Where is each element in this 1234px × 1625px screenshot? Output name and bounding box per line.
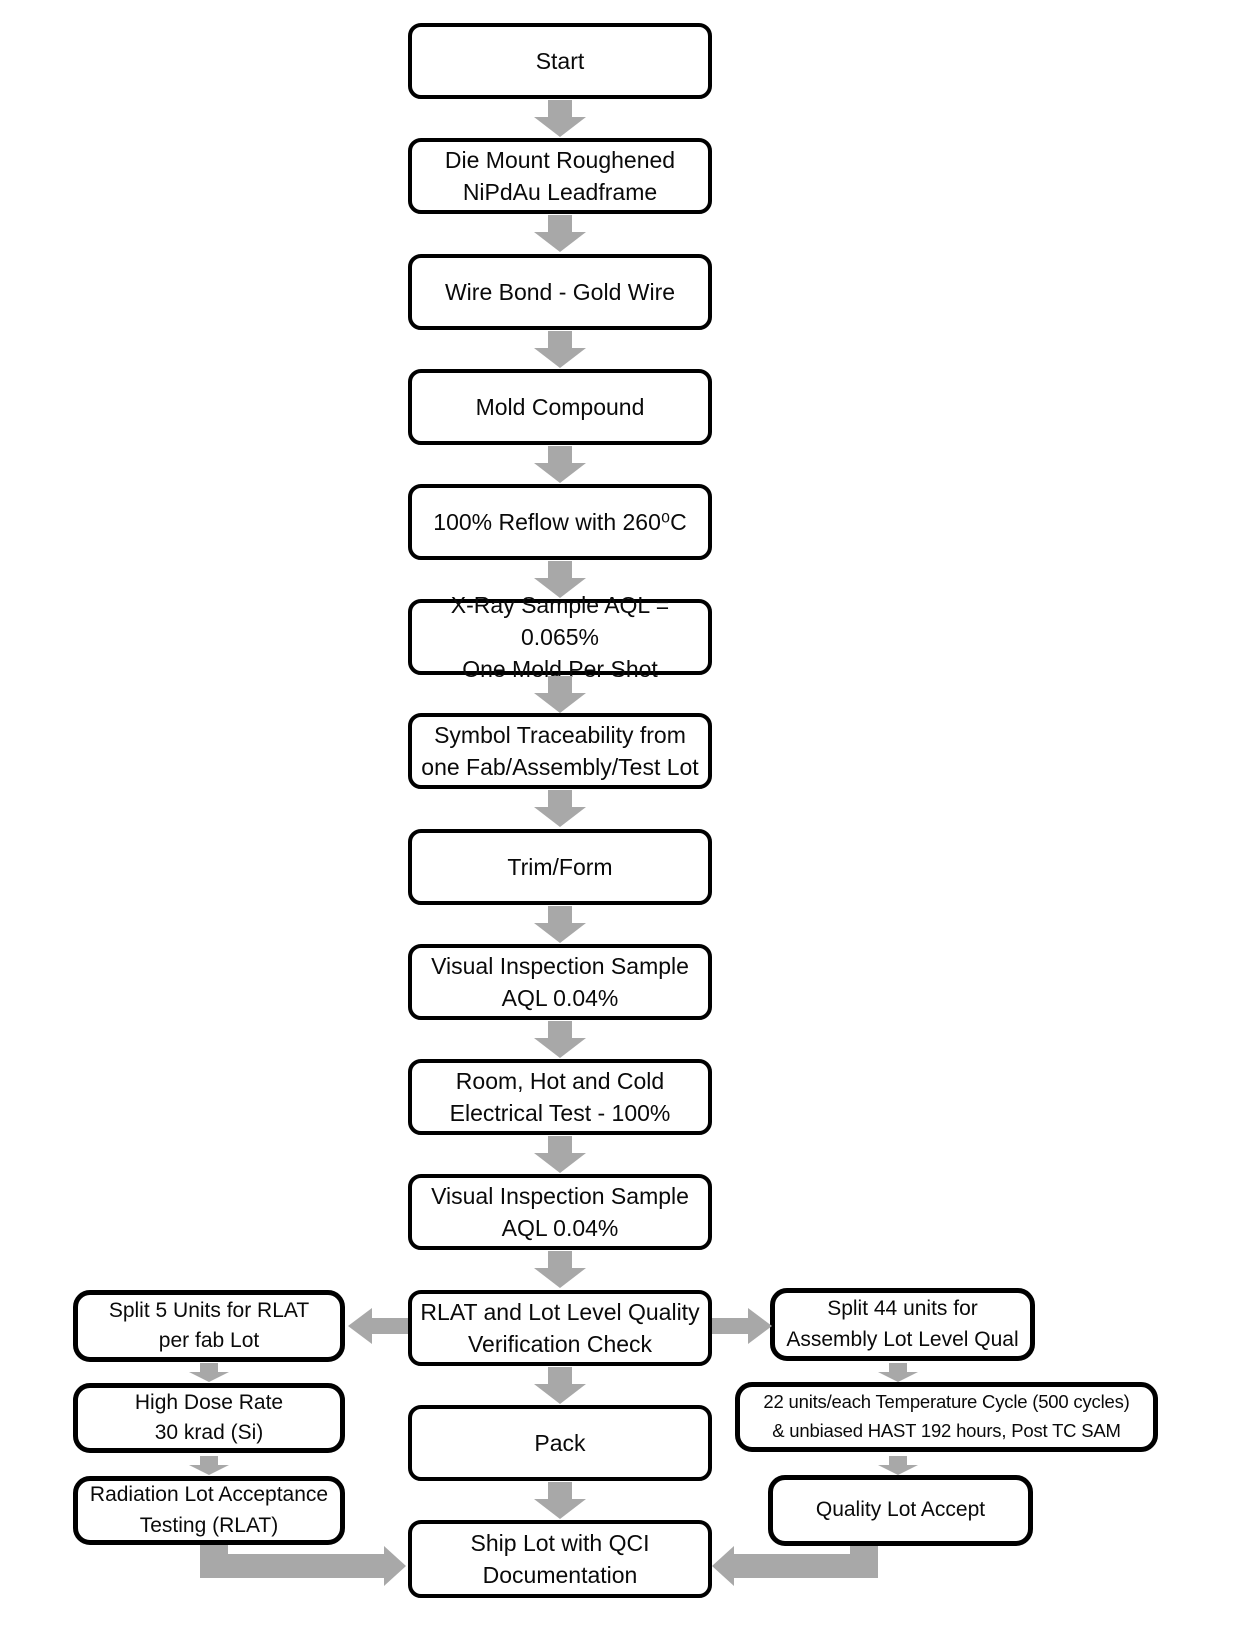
flow-node-die-mount: Die Mount Roughened NiPdAu Leadframe xyxy=(408,138,712,214)
down-arrow-icon xyxy=(534,906,586,943)
down-arrow-icon xyxy=(534,1367,586,1404)
down-arrow-icon xyxy=(878,1363,918,1382)
flow-node-radiation-lot-acceptance: Radiation Lot Acceptance Testing (RLAT) xyxy=(73,1476,345,1545)
flow-node-split-5-units: Split 5 Units for RLAT per fab Lot xyxy=(73,1290,345,1362)
flow-node-wire-bond: Wire Bond - Gold Wire xyxy=(408,254,712,330)
elbow-left-arrow-icon xyxy=(712,1546,878,1586)
down-arrow-icon xyxy=(534,331,586,368)
down-arrow-icon xyxy=(534,100,586,137)
flow-node-symbol-traceability: Symbol Traceability from one Fab/Assembl… xyxy=(408,713,712,789)
flow-node-temp-cycle-hast: 22 units/each Temperature Cycle (500 cyc… xyxy=(735,1382,1158,1452)
flow-node-xray-sample: X-Ray Sample AQL = 0.065% One Mold Per S… xyxy=(408,592,712,682)
flow-node-visual-inspection-2: Visual Inspection Sample AQL 0.04% xyxy=(408,1174,712,1250)
down-arrow-icon xyxy=(534,561,586,598)
down-arrow-icon xyxy=(534,1251,586,1288)
left-arrow-icon xyxy=(348,1308,408,1344)
flow-node-high-dose-rate: High Dose Rate 30 krad (Si) xyxy=(73,1383,345,1453)
down-arrow-icon xyxy=(534,790,586,827)
flow-node-trim-form: Trim/Form xyxy=(408,829,712,905)
elbow-right-arrow-icon xyxy=(200,1545,406,1586)
down-arrow-icon xyxy=(534,1482,586,1519)
flow-node-start: Start xyxy=(408,23,712,99)
down-arrow-icon xyxy=(534,676,586,713)
down-arrow-icon xyxy=(189,1363,229,1382)
flow-node-mold-compound: Mold Compound xyxy=(408,369,712,445)
flow-node-pack: Pack xyxy=(408,1405,712,1481)
flow-node-ship-lot: Ship Lot with QCI Documentation xyxy=(408,1520,712,1598)
down-arrow-icon xyxy=(189,1456,229,1475)
flow-node-reflow: 100% Reflow with 260⁰C xyxy=(408,484,712,560)
down-arrow-icon xyxy=(878,1456,918,1475)
flow-node-visual-inspection-1: Visual Inspection Sample AQL 0.04% xyxy=(408,944,712,1020)
flow-node-split-44-units: Split 44 units for Assembly Lot Level Qu… xyxy=(770,1288,1035,1361)
right-arrow-icon xyxy=(712,1308,772,1344)
down-arrow-icon xyxy=(534,1136,586,1173)
flow-node-quality-lot-accept: Quality Lot Accept xyxy=(768,1475,1033,1546)
flow-node-rlat-verification-check: RLAT and Lot Level Quality Verification … xyxy=(408,1290,712,1366)
down-arrow-icon xyxy=(534,1021,586,1058)
down-arrow-icon xyxy=(534,215,586,252)
down-arrow-icon xyxy=(534,446,586,483)
flow-node-electrical-test: Room, Hot and Cold Electrical Test - 100… xyxy=(408,1059,712,1135)
